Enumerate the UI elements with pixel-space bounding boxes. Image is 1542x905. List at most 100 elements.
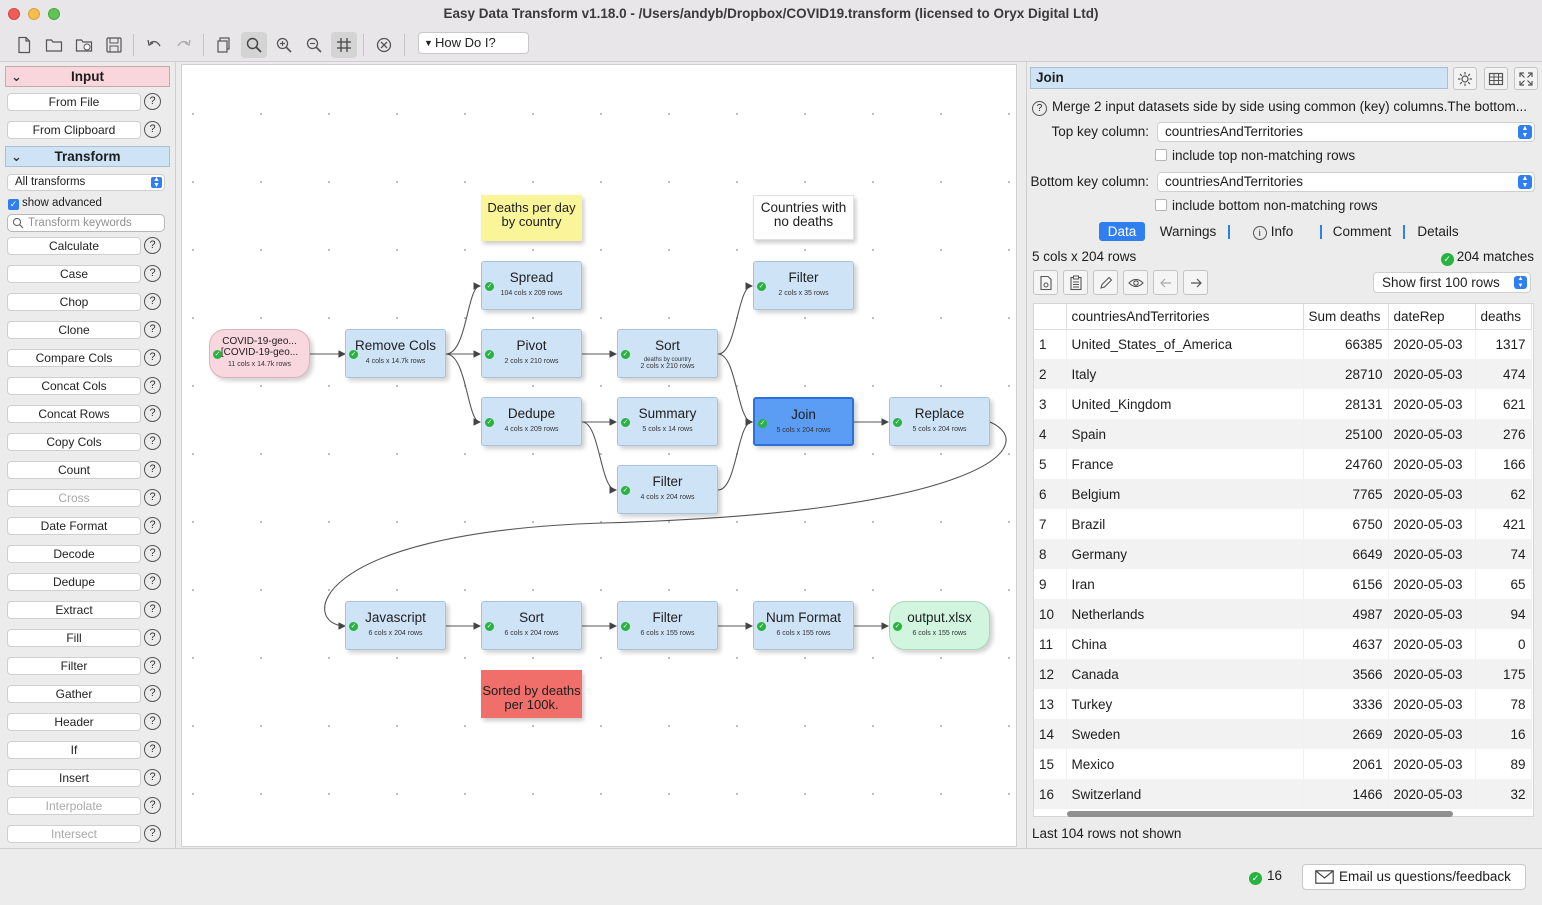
palette-copy-cols-button[interactable]: Copy Cols (7, 433, 141, 451)
tab-data[interactable]: Data (1099, 222, 1145, 241)
palette-if-button[interactable]: If (7, 741, 141, 759)
palette-dedupe-button[interactable]: Dedupe (7, 573, 141, 591)
node-join-selected[interactable]: ✓ Join 5 cols x 204 rows (753, 397, 854, 446)
duplicate-button[interactable] (211, 32, 237, 58)
stop-button[interactable] (371, 32, 397, 58)
palette-gather-button[interactable]: Gather (7, 685, 141, 703)
palette-clone-button[interactable]: Clone (7, 321, 141, 339)
palette-filter-button[interactable]: Filter (7, 657, 141, 675)
help-icon[interactable]: ? (144, 293, 161, 310)
view-button[interactable] (1123, 270, 1148, 295)
help-icon[interactable]: ? (144, 321, 161, 338)
note-deaths-per-day[interactable]: Deaths per day by country (481, 195, 582, 241)
maximize-button[interactable] (1514, 67, 1538, 90)
bottom-key-select[interactable]: countriesAndTerritories ▲▼ (1157, 172, 1535, 192)
new-file-button[interactable] (11, 32, 37, 58)
help-icon[interactable]: ? (144, 797, 161, 814)
help-icon[interactable]: ? (144, 433, 161, 450)
note-sorted-by-deaths[interactable]: Sorted by deaths per 100k. (481, 670, 582, 718)
help-icon[interactable]: ? (144, 93, 161, 110)
tab-details[interactable]: Details (1417, 224, 1459, 239)
zoom-out-button[interactable] (301, 32, 327, 58)
transform-filter-select[interactable]: All transforms ▲▼ (7, 174, 165, 191)
zoom-in-button[interactable] (271, 32, 297, 58)
previous-button[interactable] (1153, 270, 1178, 295)
column-header[interactable]: Sum deaths (1303, 304, 1389, 330)
open-button[interactable] (41, 32, 67, 58)
palette-interpolate-button[interactable]: Interpolate (7, 797, 141, 815)
top-key-select[interactable]: countriesAndTerritories ▲▼ (1157, 122, 1535, 142)
minimize-window-button[interactable] (28, 8, 40, 20)
palette-decode-button[interactable]: Decode (7, 545, 141, 563)
help-icon[interactable]: ? (144, 545, 161, 562)
undo-button[interactable] (141, 32, 167, 58)
palette-intersect-button[interactable]: Intersect (7, 825, 141, 843)
export-file-button[interactable] (1033, 270, 1058, 295)
palette-from-clipboard-button[interactable]: From Clipboard (7, 121, 141, 139)
palette-concat-rows-button[interactable]: Concat Rows (7, 405, 141, 423)
node-sort-bottom[interactable]: ✓ Sort 6 cols x 204 rows (481, 601, 582, 650)
node-filter-mid[interactable]: ✓ Filter 4 cols x 204 rows (617, 465, 718, 514)
palette-fill-button[interactable]: Fill (7, 629, 141, 647)
node-filter-no-deaths[interactable]: ✓ Filter 2 cols x 35 rows (753, 261, 854, 310)
help-icon[interactable]: ? (144, 601, 161, 618)
node-replace[interactable]: ✓ Replace 5 cols x 204 rows (889, 397, 990, 446)
open-recent-button[interactable] (71, 32, 97, 58)
column-header[interactable]: dateRep (1388, 304, 1476, 330)
save-button[interactable] (101, 32, 127, 58)
palette-calculate-button[interactable]: Calculate (7, 237, 141, 255)
next-button[interactable] (1183, 270, 1208, 295)
help-icon[interactable]: ? (144, 121, 161, 138)
node-input-covid19[interactable]: ✓ COVID-19-geo... [COVID-19-geo... 11 co… (209, 329, 310, 378)
palette-insert-button[interactable]: Insert (7, 769, 141, 787)
palette-chop-button[interactable]: Chop (7, 293, 141, 311)
tab-warnings[interactable]: Warnings (1159, 224, 1217, 239)
help-icon[interactable]: ? (144, 713, 161, 730)
how-do-i-button[interactable]: ▼ How Do I? (418, 32, 529, 54)
close-window-button[interactable] (8, 8, 20, 20)
data-grid[interactable]: countriesAndTerritories Sum deaths dateR… (1033, 303, 1534, 817)
column-header[interactable]: deaths (1475, 304, 1532, 330)
help-icon[interactable]: ? (144, 349, 161, 366)
node-num-format[interactable]: ✓ Num Format 6 cols x 155 rows (753, 601, 854, 650)
palette-case-button[interactable]: Case (7, 265, 141, 283)
email-feedback-button[interactable]: Email us questions/feedback (1302, 864, 1526, 890)
palette-header-button[interactable]: Header (7, 713, 141, 731)
help-icon[interactable]: ? (144, 629, 161, 646)
help-icon[interactable]: ? (144, 377, 161, 394)
include-top-checkbox[interactable]: include top non-matching rows (1155, 148, 1355, 163)
horizontal-scrollbar[interactable] (1067, 811, 1453, 817)
help-icon[interactable]: ? (144, 405, 161, 422)
help-icon[interactable]: ? (144, 489, 161, 506)
redo-button[interactable] (171, 32, 197, 58)
help-icon[interactable]: ? (144, 573, 161, 590)
node-remove-cols[interactable]: ✓ Remove Cols 4 cols x 14.7k rows (345, 329, 446, 378)
help-icon[interactable]: ? (144, 657, 161, 674)
node-sort-deaths-by-country[interactable]: ✓ Sort deaths by country 2 cols x 210 ro… (617, 329, 718, 378)
help-icon[interactable]: ? (144, 769, 161, 786)
table-view-button[interactable] (1484, 67, 1508, 90)
include-bottom-checkbox[interactable]: include bottom non-matching rows (1155, 198, 1378, 213)
note-no-deaths[interactable]: Countries with no deaths (753, 195, 854, 240)
copy-clipboard-button[interactable] (1063, 270, 1088, 295)
help-icon[interactable]: ? (144, 517, 161, 534)
transform-section-header[interactable]: ⌄ Transform (5, 146, 170, 167)
node-javascript[interactable]: ✓ Javascript 6 cols x 204 rows (345, 601, 446, 650)
palette-extract-button[interactable]: Extract (7, 601, 141, 619)
show-advanced-checkbox[interactable]: ✓show advanced (8, 197, 102, 210)
node-filter-bottom[interactable]: ✓ Filter 6 cols x 155 rows (617, 601, 718, 650)
settings-button[interactable] (1453, 67, 1477, 90)
help-icon[interactable]: ? (144, 825, 161, 842)
palette-count-button[interactable]: Count (7, 461, 141, 479)
edit-button[interactable] (1093, 270, 1118, 295)
